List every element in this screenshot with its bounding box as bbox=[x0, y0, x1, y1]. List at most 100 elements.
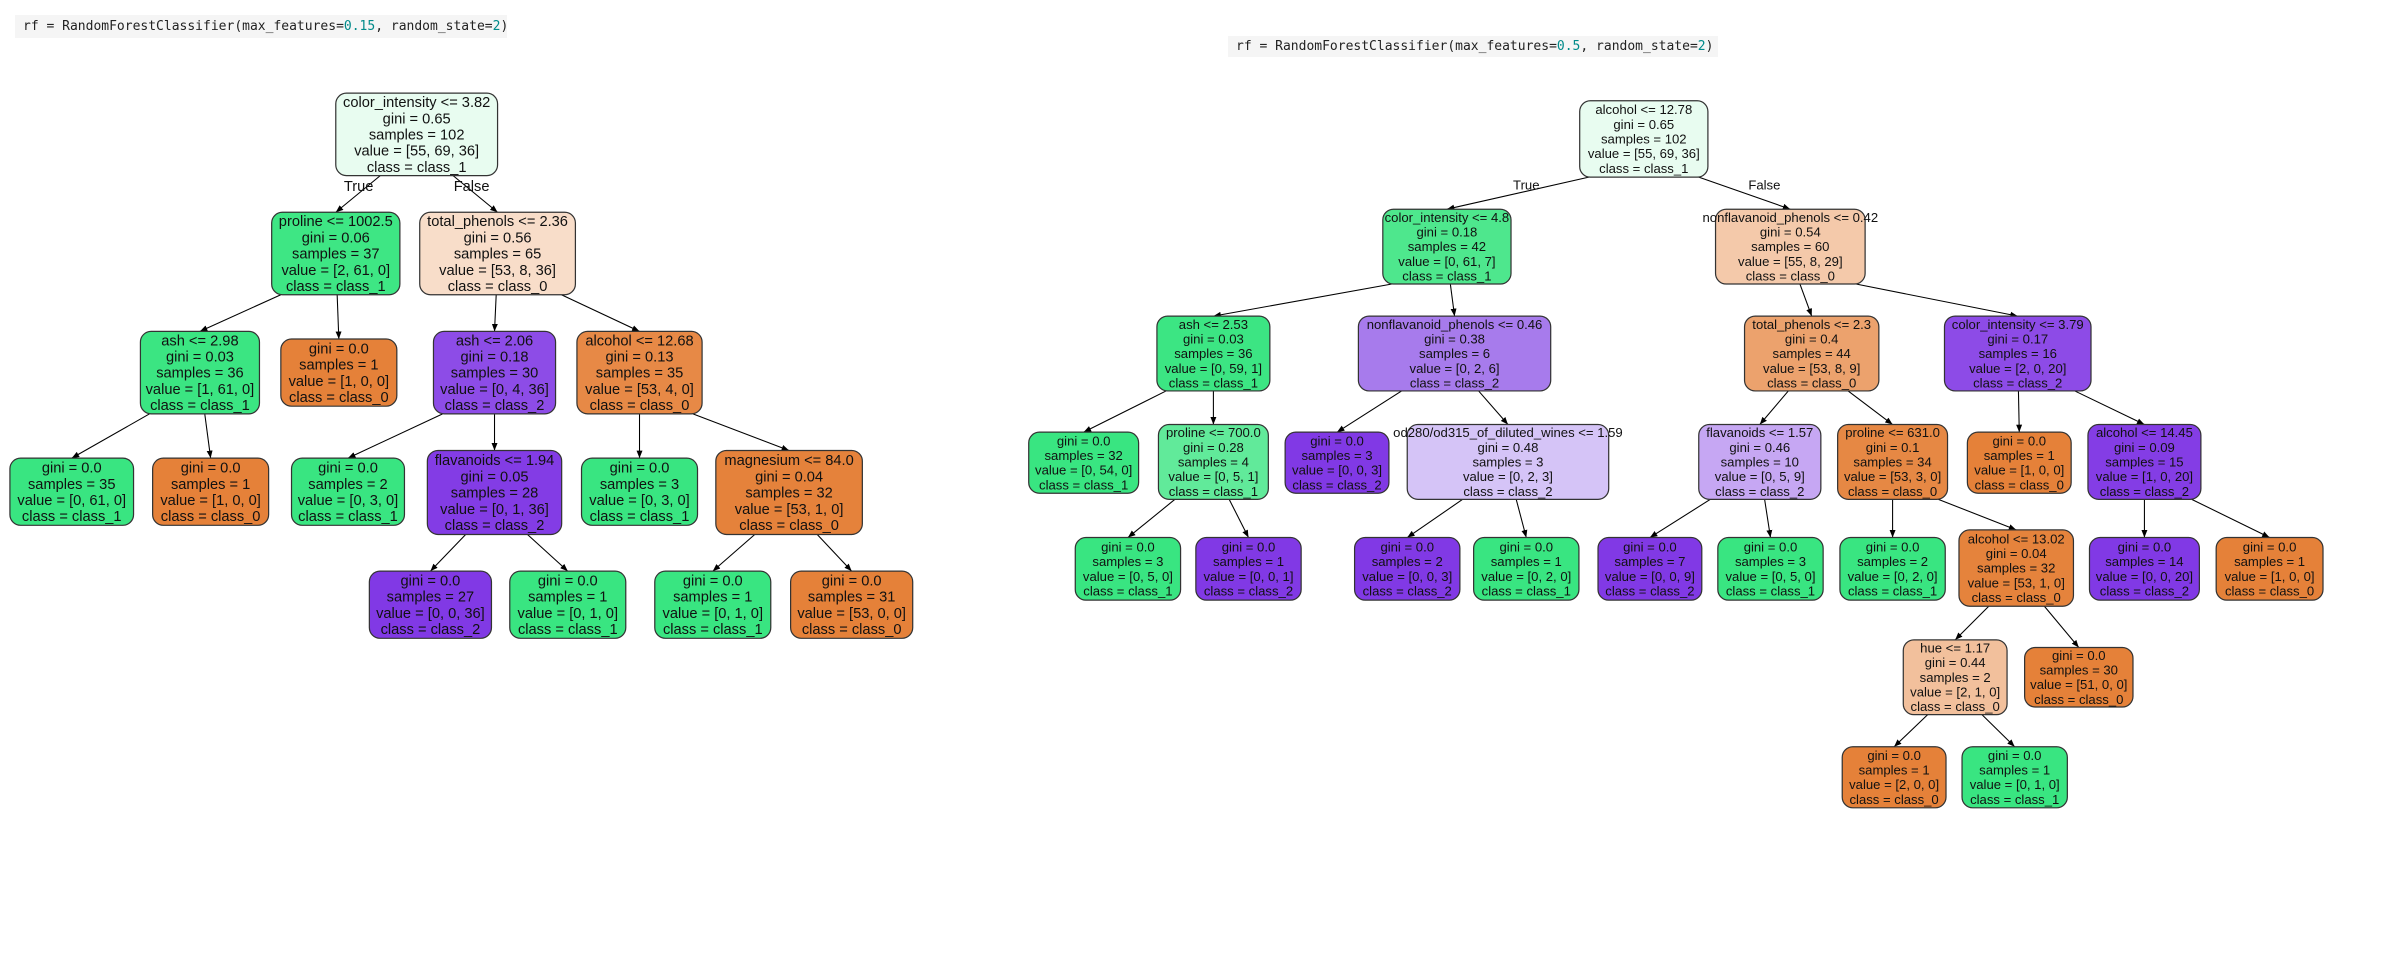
node-text-line: samples = 34 bbox=[1853, 455, 1931, 470]
node-box bbox=[1743, 315, 1880, 392]
node-text-line: gini = 0.0 bbox=[1867, 748, 1921, 763]
node-text-line: class = class_1 bbox=[1726, 583, 1815, 598]
node-text-line: value = [0, 54, 0] bbox=[1035, 463, 1132, 478]
node-text-line: gini = 0.28 bbox=[1183, 440, 1244, 455]
tree-edge bbox=[71, 413, 150, 459]
node-box bbox=[1698, 423, 1822, 500]
node-box bbox=[1961, 746, 2068, 809]
node-box bbox=[654, 570, 772, 639]
node-text-line: gini = 0.09 bbox=[2114, 440, 2175, 455]
node-text-line: gini = 0.0 bbox=[822, 574, 882, 590]
node-text-line: class = class_0 bbox=[590, 398, 690, 414]
node-text-line: samples = 102 bbox=[1601, 132, 1687, 147]
node-text-line: samples = 32 bbox=[1977, 561, 2055, 576]
node-text-line: samples = 35 bbox=[28, 477, 115, 493]
tree-edge bbox=[2074, 390, 2145, 426]
node-box bbox=[1958, 529, 2075, 607]
node-text-line: samples = 35 bbox=[596, 366, 683, 382]
node-text-line: samples = 1 bbox=[673, 590, 752, 606]
tree-edge bbox=[452, 175, 498, 213]
node-text-line: samples = 14 bbox=[2105, 554, 2183, 569]
node-text-line: gini = 0.04 bbox=[1986, 546, 2047, 561]
code-suffix: ) bbox=[500, 19, 509, 34]
node-text-line: ash <= 2.06 bbox=[456, 333, 533, 349]
node-text-line: value = [0, 61, 0] bbox=[17, 493, 126, 509]
node-text-line: gini = 0.03 bbox=[1183, 331, 1244, 346]
node-text-line: samples = 65 bbox=[454, 247, 541, 263]
node-text-line: gini = 0.46 bbox=[1729, 440, 1790, 455]
code-max-features: 0.5 bbox=[1556, 39, 1581, 54]
node-text-line: value = [0, 5, 0] bbox=[1083, 569, 1173, 584]
node-text-line: samples = 42 bbox=[1408, 239, 1486, 254]
node-text-line: value = [0, 61, 7] bbox=[1398, 254, 1495, 269]
node-text-line: samples = 2 bbox=[1920, 670, 1991, 685]
node-text-line: value = [0, 59, 1] bbox=[1165, 361, 1262, 376]
node-text-line: class = class_0 bbox=[1911, 699, 2000, 714]
node-text-line: samples = 16 bbox=[1979, 346, 2057, 361]
node-text-line: samples = 2 bbox=[1372, 554, 1443, 569]
tree-edge bbox=[2043, 605, 2080, 648]
tree-edge bbox=[1938, 498, 2017, 531]
node-text-line: gini = 0.13 bbox=[606, 350, 674, 366]
node-text-line: class = class_1 bbox=[1039, 477, 1128, 492]
node-text-line: total_phenols <= 2.3 bbox=[1752, 317, 1871, 332]
node-text-line: gini = 0.04 bbox=[755, 469, 823, 485]
tree-edge bbox=[1213, 283, 1393, 318]
tree-edge bbox=[335, 175, 381, 213]
tree-edge bbox=[692, 413, 790, 451]
node-box bbox=[1902, 639, 2008, 716]
node-text-line: hue <= 1.17 bbox=[1920, 641, 1990, 656]
node-text-line: samples = 1 bbox=[1491, 554, 1562, 569]
node-box bbox=[1156, 315, 1271, 392]
node-text-line: value = [0, 1, 36] bbox=[440, 502, 549, 518]
node-box bbox=[1839, 536, 1946, 601]
tree-edge bbox=[1855, 283, 2018, 318]
node-text-line: value = [0, 2, 0] bbox=[1848, 569, 1938, 584]
tree-edge bbox=[1649, 498, 1711, 538]
node-text-line: samples = 1 bbox=[171, 477, 250, 493]
node-text-line: alcohol <= 12.78 bbox=[1595, 102, 1692, 117]
node-text-line: samples = 30 bbox=[2040, 663, 2118, 678]
node-text-line: samples = 1 bbox=[528, 590, 607, 606]
node-text-line: samples = 31 bbox=[808, 590, 895, 606]
node-text-line: proline <= 1002.5 bbox=[279, 214, 393, 230]
node-text-line: value = [1, 0, 0] bbox=[1974, 463, 2064, 478]
tree-edge bbox=[1478, 390, 1509, 425]
node-text-line: class = class_2 bbox=[1463, 484, 1552, 499]
node-box bbox=[1597, 536, 1703, 601]
code-cell-right[interactable]: rf = RandomForestClassifier(max_features… bbox=[1228, 36, 1718, 57]
node-text-line: value = [2, 1, 0] bbox=[1910, 685, 2000, 700]
node-text-line: samples = 3 bbox=[600, 477, 679, 493]
node-text-line: samples = 1 bbox=[2234, 554, 2305, 569]
node-text-line: value = [1, 0, 20] bbox=[2096, 469, 2193, 484]
node-text-line: class = class_1 bbox=[1482, 583, 1571, 598]
node-box bbox=[9, 457, 135, 526]
tree-edge bbox=[1847, 390, 1893, 425]
code-suffix: ) bbox=[1705, 39, 1714, 54]
node-text-line: class = class_2 bbox=[381, 622, 481, 638]
node-box bbox=[1406, 423, 1610, 500]
node-text-line: gini = 0.0 bbox=[1992, 433, 2046, 448]
node-text-line: samples = 1 bbox=[299, 358, 378, 374]
code-prefix: rf = RandomForestClassifier(max_features… bbox=[1236, 39, 1557, 54]
node-text-line: value = [53, 1, 0] bbox=[1968, 575, 2065, 590]
node-text-line: class = class_1 bbox=[150, 398, 250, 414]
node-text-line: gini = 0.0 bbox=[538, 574, 598, 590]
node-text-line: class = class_0 bbox=[448, 279, 548, 295]
edge-label-true: True bbox=[344, 179, 374, 195]
code-cell-left[interactable]: rf = RandomForestClassifier(max_features… bbox=[15, 15, 509, 38]
node-text-line: class = class_1 bbox=[1169, 484, 1258, 499]
node-text-line: class = class_1 bbox=[1402, 269, 1491, 284]
